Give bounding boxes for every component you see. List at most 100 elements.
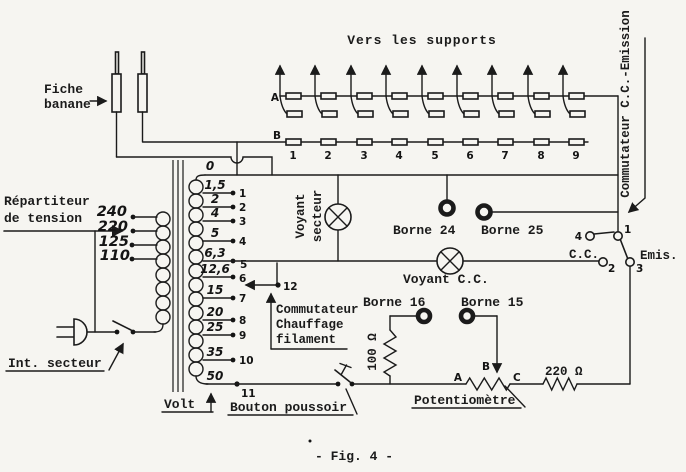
row-b-label: B — [273, 130, 281, 142]
chauffage-label: Commutateur — [276, 303, 359, 317]
tap-terminal: 3 — [239, 216, 246, 228]
mains-plug — [56, 318, 88, 346]
pot-a-label: A — [454, 372, 463, 384]
contact-3 — [624, 256, 635, 267]
mains-primary: Répartiteur de tension 240 220 125 110 — [3, 194, 158, 372]
tap-voltage: 12,6 — [200, 262, 230, 276]
voyant-secteur-label: Voyant — [294, 193, 308, 238]
support-column: 9 — [557, 64, 586, 162]
borne-15-label: Borne 15 — [461, 295, 524, 310]
tap-voltage: 50 — [207, 369, 224, 383]
support-number: 6 — [466, 150, 473, 162]
tap-terminal: 1 — [239, 188, 246, 200]
tap-voltage: 5 — [211, 226, 219, 240]
switch-blade — [619, 239, 629, 259]
voyant-cc-label: Voyant C.C. — [403, 272, 489, 287]
repartiteur-label: de tension — [4, 211, 82, 226]
primary-tap-220: 220 — [98, 219, 128, 235]
resistor-100-label: 100 Ω — [366, 333, 380, 371]
support-number: 4 — [395, 150, 402, 162]
tap-terminal: 11 — [241, 388, 256, 400]
int-secteur-label: Int. secteur — [8, 356, 102, 371]
support-number: 1 — [289, 150, 296, 162]
banana-plug-tip — [140, 51, 146, 75]
cc-emission-pointer — [627, 37, 646, 214]
int-secteur-switch — [112, 320, 136, 335]
row-a-label: A — [271, 92, 280, 104]
contact-2-label: 2 — [608, 263, 615, 275]
borne-15-terminal — [458, 307, 476, 325]
borne-16-label: Borne 16 — [363, 295, 426, 310]
terminal-12-label: 12 — [283, 281, 298, 293]
cc-position-label: C.C. — [569, 248, 599, 262]
borne-16-terminal — [415, 307, 433, 325]
supports-bus: Vers les supports A B 1 2 — [142, 33, 619, 162]
tap-terminal: 5 — [240, 259, 247, 271]
borne-25-terminal — [475, 203, 493, 221]
tap-terminal: 6 — [239, 273, 246, 285]
repartiteur-label: Répartiteur — [4, 194, 90, 209]
support-column: 2 — [309, 64, 338, 162]
supports-title: Vers les supports — [347, 33, 497, 48]
pot-c-label: C — [513, 372, 521, 384]
tap-0-label: 0 — [206, 159, 214, 173]
tap-voltage: 35 — [207, 345, 224, 359]
pot-b-label: B — [482, 361, 490, 373]
push-button-switch — [334, 362, 355, 387]
int-secteur-pointer — [108, 342, 124, 371]
fiche-banane-label: banane — [44, 97, 91, 112]
banana-plugs: Fiche banane — [44, 51, 273, 176]
voyant-secteur-label: secteur — [311, 190, 325, 243]
tap-terminal: 2 — [239, 202, 246, 214]
tap-terminal: 7 — [239, 293, 246, 305]
bouton-poussoir-pointer — [345, 388, 358, 415]
contact-4 — [584, 231, 595, 242]
emission-position-label: Emis. — [640, 249, 678, 263]
chauffage-label: Chauffage — [276, 318, 344, 332]
potentiometer — [465, 376, 511, 392]
cc-emission-switch: 4 1 2 3 C.C. Emis. Commutateur C.C.-Emis… — [569, 10, 678, 385]
fiche-banane-label: Fiche — [44, 82, 83, 97]
contact-3-label: 3 — [636, 263, 643, 275]
support-column: 7 — [486, 64, 515, 162]
chauffage-label: filament — [276, 333, 336, 347]
support-number: 9 — [572, 150, 579, 162]
contact-4-label: 4 — [575, 231, 582, 243]
potentiometre-pointer — [504, 385, 526, 408]
secondary-winding — [188, 174, 209, 385]
potentiometre-label: Potentiomètre — [414, 393, 516, 408]
support-column: 8 — [522, 64, 551, 162]
terminal-12: 12 — [244, 262, 298, 293]
support-number: 3 — [360, 150, 367, 162]
bottom-circuit: Bouton poussoir 100 Ω Borne 16 Borne 15 … — [205, 292, 631, 443]
support-number: 5 — [431, 150, 438, 162]
primary-tap-125: 125 — [99, 234, 129, 250]
stray-mark — [308, 439, 312, 443]
tap-voltage: 4 — [210, 206, 219, 220]
support-number: 2 — [324, 150, 331, 162]
tap-voltage: 20 — [207, 305, 224, 319]
tap-terminal: 8 — [239, 315, 246, 327]
tap-voltage: 6,3 — [204, 246, 225, 260]
tap-voltage: 2 — [211, 192, 219, 206]
tap-voltage: 25 — [207, 320, 224, 334]
cc-emission-title: Commutateur C.C.-Emission — [619, 10, 633, 198]
borne-24-label: Borne 24 — [393, 223, 456, 238]
banana-plug-body — [137, 73, 148, 113]
resistor-220 — [542, 376, 578, 392]
primary-tap-240: 240 — [97, 204, 127, 220]
figure-caption: - Fig. 4 - — [315, 449, 393, 464]
resistor-100 — [382, 315, 418, 385]
primary-tap-110: 110 — [100, 248, 130, 264]
tap-terminal: 10 — [239, 355, 254, 367]
resistor-220-label: 220 Ω — [545, 365, 583, 379]
support-number: 8 — [537, 150, 544, 162]
banana-plug-tip — [114, 51, 120, 75]
contact-1 — [612, 231, 623, 242]
rail-and-lamps: Voyant secteur Borne 24 Borne 25 Voyant … — [202, 174, 619, 287]
support-column: 3 — [345, 64, 374, 162]
support-column: 6 — [451, 64, 480, 162]
voyant-secteur-lamp — [324, 174, 352, 262]
